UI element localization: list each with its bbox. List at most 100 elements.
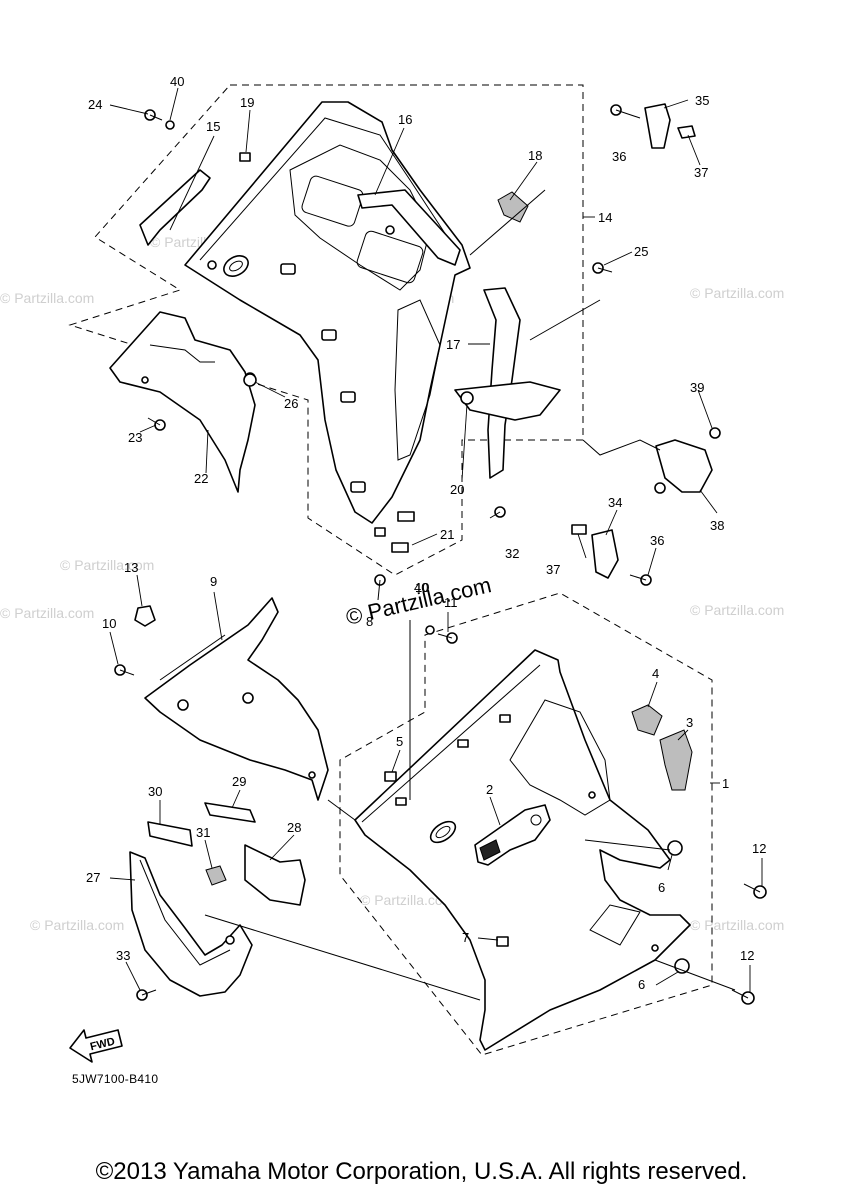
callout-label: 35	[695, 93, 709, 108]
callout-label: 27	[86, 870, 100, 885]
pad-part-18	[497, 191, 529, 223]
bolt-part-12	[743, 883, 767, 899]
watermark: © Partzilla.com	[690, 285, 784, 301]
callout-label: 30	[148, 784, 162, 799]
pad-part-4	[631, 704, 663, 736]
panel-part-28	[244, 844, 306, 906]
side-panel-part-9	[144, 597, 329, 801]
callout-label: 39	[690, 380, 704, 395]
side-strip-part-17	[483, 287, 521, 479]
callout-label: 25	[634, 244, 648, 259]
watermark: © Partzilla.com	[0, 605, 94, 621]
callout-label: 23	[128, 430, 142, 445]
callout-labels: 1 2 3 4 5 6 6 7 8 9 10 10 11 12 12 13 14…	[86, 74, 766, 992]
strip-part-30	[147, 821, 193, 847]
callout-label: 6	[658, 880, 665, 895]
leader-lines-lower	[109, 574, 763, 1001]
screw-part-24	[144, 109, 163, 121]
lower-cowling-group	[114, 592, 767, 1056]
pad-part-3	[659, 729, 693, 791]
callout-label: 2	[486, 782, 493, 797]
grommet-part-6b	[674, 958, 690, 974]
callout-label: 28	[287, 820, 301, 835]
callout-label: 12	[752, 841, 766, 856]
callout-label: 22	[194, 471, 208, 486]
clip-part-21	[397, 511, 415, 522]
grommet-part-26	[243, 373, 257, 387]
watermark-layer: © Partzilla.com © Partzilla.com © Partzi…	[0, 234, 784, 933]
watermark: © Partzilla.com	[360, 892, 454, 908]
watermark: © Partzilla.com	[690, 917, 784, 933]
stay-part-38	[655, 439, 713, 493]
watermark: © Partzilla.com	[60, 557, 154, 573]
callout-label: 24	[88, 97, 102, 112]
callout-label: 19	[240, 95, 254, 110]
callout-label: 36	[650, 533, 664, 548]
watermark: © Partzilla.com	[690, 602, 784, 618]
screw-part-23	[147, 417, 166, 431]
callout-label: 21	[440, 527, 454, 542]
callout-label: 36	[612, 149, 626, 164]
diagram-code: 5JW7100-B410	[72, 1072, 159, 1086]
callout-label: 15	[206, 119, 220, 134]
grommet-part-20	[460, 391, 474, 405]
fwd-label: FWD	[89, 1036, 116, 1054]
screw-part-8	[374, 574, 386, 601]
clip-part-37	[677, 125, 696, 139]
bolt-part-39	[709, 427, 721, 439]
washer-part-40b	[425, 625, 435, 635]
watermark: © Partzilla.com	[30, 917, 124, 933]
right-small-parts	[571, 103, 721, 586]
leader-lines-upper	[109, 87, 718, 576]
callout-label: 14	[598, 210, 612, 225]
callout-label: 12	[740, 948, 754, 963]
lower-shroud-part-27	[129, 851, 253, 997]
callout-label: 37	[694, 165, 708, 180]
upper-cowling-group	[68, 84, 613, 601]
watermark: © Partzilla.com	[0, 290, 94, 306]
callout-label: 13	[124, 560, 138, 575]
callout-label: 26	[284, 396, 298, 411]
callout-label: 3	[686, 715, 693, 730]
callout-label: 1	[722, 776, 729, 791]
washer-part-40	[165, 120, 175, 130]
callout-label: 8	[366, 614, 373, 629]
bracket-part-34	[591, 529, 619, 579]
callout-label: 10	[102, 616, 116, 631]
callout-label: 16	[398, 112, 412, 127]
lower-cowl-part-1	[354, 649, 691, 1051]
callout-label: 32	[505, 546, 519, 561]
callout-label: 34	[608, 495, 622, 510]
callout-label: 7	[462, 930, 469, 945]
strip-part-29	[204, 802, 256, 823]
callout-label: 33	[116, 948, 130, 963]
callout-label: 18	[528, 148, 542, 163]
callout-label: 37	[546, 562, 560, 577]
bolt-part-33	[136, 989, 157, 1001]
callout-label: 38	[710, 518, 724, 533]
callout-label: 40	[414, 580, 428, 595]
callout-label: 5	[396, 734, 403, 749]
strip-part-15	[139, 169, 211, 246]
bolt-part-11	[437, 632, 458, 644]
side-cover-part-22	[109, 311, 256, 493]
screw-part-32	[489, 506, 506, 519]
grommet-part-13	[134, 605, 156, 627]
screw-part-25	[592, 262, 613, 274]
clip-part-5	[384, 771, 397, 782]
bolt-part-12b	[731, 989, 755, 1005]
clip-part-37b	[571, 524, 587, 535]
callout-label: 29	[232, 774, 246, 789]
copyright-notice: ©2013 Yamaha Motor Corporation, U.S.A. A…	[95, 1158, 748, 1185]
callout-label: 9	[210, 574, 217, 589]
callout-label: 31	[196, 825, 210, 840]
bolt-part-10	[114, 664, 135, 676]
grommet-part-6	[667, 840, 683, 856]
callout-label: 11	[444, 595, 458, 610]
callout-label: 17	[446, 337, 460, 352]
clip-part-7	[496, 936, 509, 947]
callout-label: 6	[638, 977, 645, 992]
callout-label: 40	[170, 74, 184, 89]
block-part-31	[205, 865, 227, 886]
